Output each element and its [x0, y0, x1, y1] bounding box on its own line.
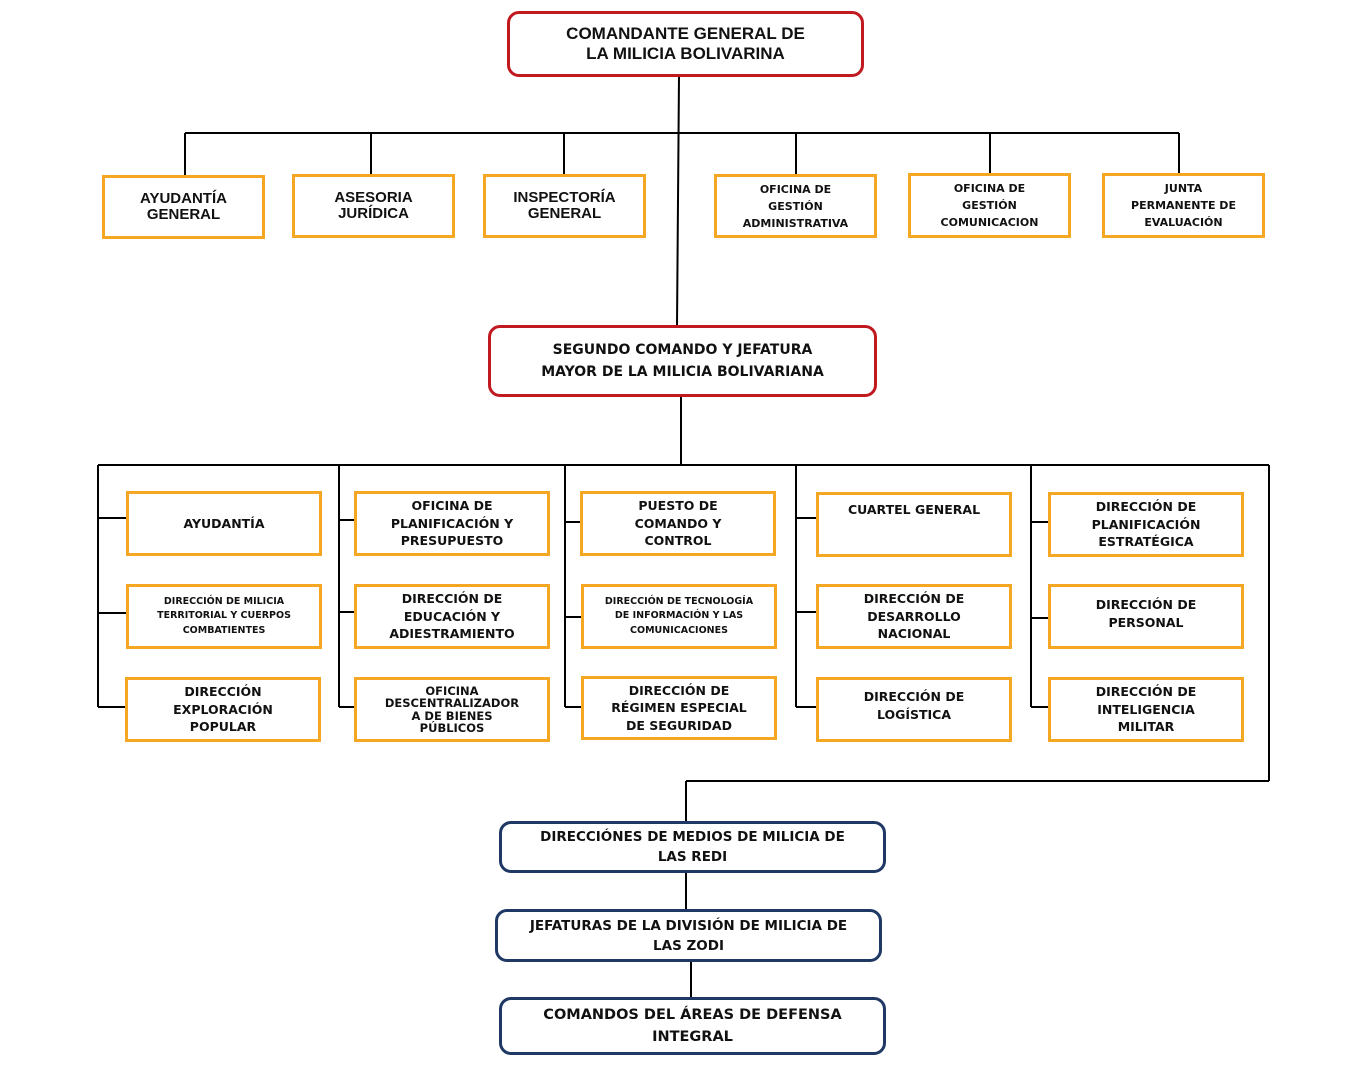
directorate-label: DIRECCIÓN EXPLORACIÓN POPULAR [173, 684, 273, 735]
staff-label: JUNTA PERMANENTE DE EVALUACIÓN [1131, 182, 1236, 229]
directorate-box: DIRECCIÓN DE DESARROLLO NACIONAL [816, 584, 1012, 649]
directorate-label: PUESTO DE COMANDO Y CONTROL [634, 498, 722, 549]
commander-label: COMANDANTE GENERAL DE LA MILICIA BOLIVAR… [566, 24, 805, 63]
directorate-label: DIRECCIÓN DE EDUCACIÓN Y ADIESTRAMIENTO [389, 591, 515, 642]
staff-box-junta-evaluacion: JUNTA PERMANENTE DE EVALUACIÓN [1102, 173, 1265, 238]
directorate-label: AYUDANTÍA [183, 515, 265, 531]
second-command-label: SEGUNDO COMANDO Y JEFATURA MAYOR DE LA M… [541, 342, 824, 380]
directorate-box: DIRECCIÓN DE EDUCACIÓN Y ADIESTRAMIENTO [354, 584, 550, 649]
chain-box-redi: DIRECCIÓNES DE MEDIOS DE MILICIA DE LAS … [499, 821, 886, 873]
staff-box-asesoria-juridica: ASESORIA JURÍDICA [292, 174, 455, 238]
directorate-box: OFICINA DESCENTRALIZADOR A DE BIENES PÚB… [354, 677, 550, 742]
directorate-box: PUESTO DE COMANDO Y CONTROL [580, 491, 776, 556]
commander-box: COMANDANTE GENERAL DE LA MILICIA BOLIVAR… [507, 11, 864, 77]
second-command-box: SEGUNDO COMANDO Y JEFATURA MAYOR DE LA M… [488, 325, 877, 397]
directorate-label: OFICINA DESCENTRALIZADOR A DE BIENES PÚB… [384, 683, 520, 735]
directorate-label: DIRECCIÓN DE PLANIFICACIÓN ESTRATÉGICA [1091, 499, 1201, 550]
chain-label: COMANDOS DEL ÁREAS DE DEFENSA INTEGRAL [543, 1007, 842, 1045]
directorate-label: OFICINA DE PLANIFICACIÓN Y PRESUPUESTO [390, 498, 514, 549]
directorate-box: CUARTEL GENERAL [816, 492, 1012, 557]
directorate-box: DIRECCIÓN EXPLORACIÓN POPULAR [125, 677, 321, 742]
staff-label: OFICINA DE GESTIÓN ADMINISTRATIVA [742, 182, 849, 230]
staff-label: ASESORIA JURÍDICA [334, 189, 413, 222]
chain-box-zodi: JEFATURAS DE LA DIVISIÓN DE MILICIA DE L… [495, 909, 882, 962]
directorate-box: DIRECCIÓN DE MILICIA TERRITORIAL Y CUERP… [126, 584, 322, 649]
directorate-box: DIRECCIÓN DE LOGÍSTICA [816, 677, 1012, 742]
directorate-box: DIRECCIÓN DE RÉGIMEN ESPECIAL DE SEGURID… [581, 676, 777, 740]
directorate-label: DIRECCIÓN DE DESARROLLO NACIONAL [863, 591, 965, 642]
directorate-label: DIRECCIÓN DE TECNOLOGÍA DE INFORMACIÓN Y… [604, 595, 754, 636]
directorate-label: DIRECCIÓN DE INTELIGENCIA MILITAR [1095, 684, 1197, 735]
staff-label: OFICINA DE GESTIÓN COMUNICACION [940, 182, 1039, 229]
chain-label: DIRECCIÓNES DE MEDIOS DE MILICIA DE LAS … [540, 829, 845, 865]
directorate-box: OFICINA DE PLANIFICACIÓN Y PRESUPUESTO [354, 491, 550, 556]
directorate-label: DIRECCIÓN DE MILICIA TERRITORIAL Y CUERP… [157, 595, 291, 636]
staff-box-ayudantia-general: AYUDANTÍA GENERAL [102, 175, 265, 239]
staff-box-gestion-comunicacion: OFICINA DE GESTIÓN COMUNICACION [908, 173, 1071, 238]
trunk-line [676, 75, 680, 327]
staff-label: INSPECTORÍA GENERAL [513, 189, 616, 222]
directorate-label: DIRECCIÓN DE RÉGIMEN ESPECIAL DE SEGURID… [611, 682, 747, 733]
directorate-box: AYUDANTÍA [126, 491, 322, 556]
directorate-label: DIRECCIÓN DE PERSONAL [1095, 597, 1197, 630]
directorate-box: DIRECCIÓN DE TECNOLOGÍA DE INFORMACIÓN Y… [581, 584, 777, 649]
directorate-label: CUARTEL GENERAL [847, 502, 981, 517]
staff-box-gestion-administrativa: OFICINA DE GESTIÓN ADMINISTRATIVA [714, 174, 877, 238]
directorate-box: DIRECCIÓN DE INTELIGENCIA MILITAR [1048, 677, 1244, 742]
chain-box-adi: COMANDOS DEL ÁREAS DE DEFENSA INTEGRAL [499, 997, 886, 1055]
chain-label: JEFATURAS DE LA DIVISIÓN DE MILICIA DE L… [529, 917, 848, 954]
directorate-box: DIRECCIÓN DE PLANIFICACIÓN ESTRATÉGICA [1048, 492, 1244, 557]
staff-label: AYUDANTÍA GENERAL [140, 190, 227, 223]
directorate-label: DIRECCIÓN DE LOGÍSTICA [863, 689, 965, 722]
directorate-box: DIRECCIÓN DE PERSONAL [1048, 584, 1244, 649]
staff-box-inspectoria-general: INSPECTORÍA GENERAL [483, 174, 646, 238]
